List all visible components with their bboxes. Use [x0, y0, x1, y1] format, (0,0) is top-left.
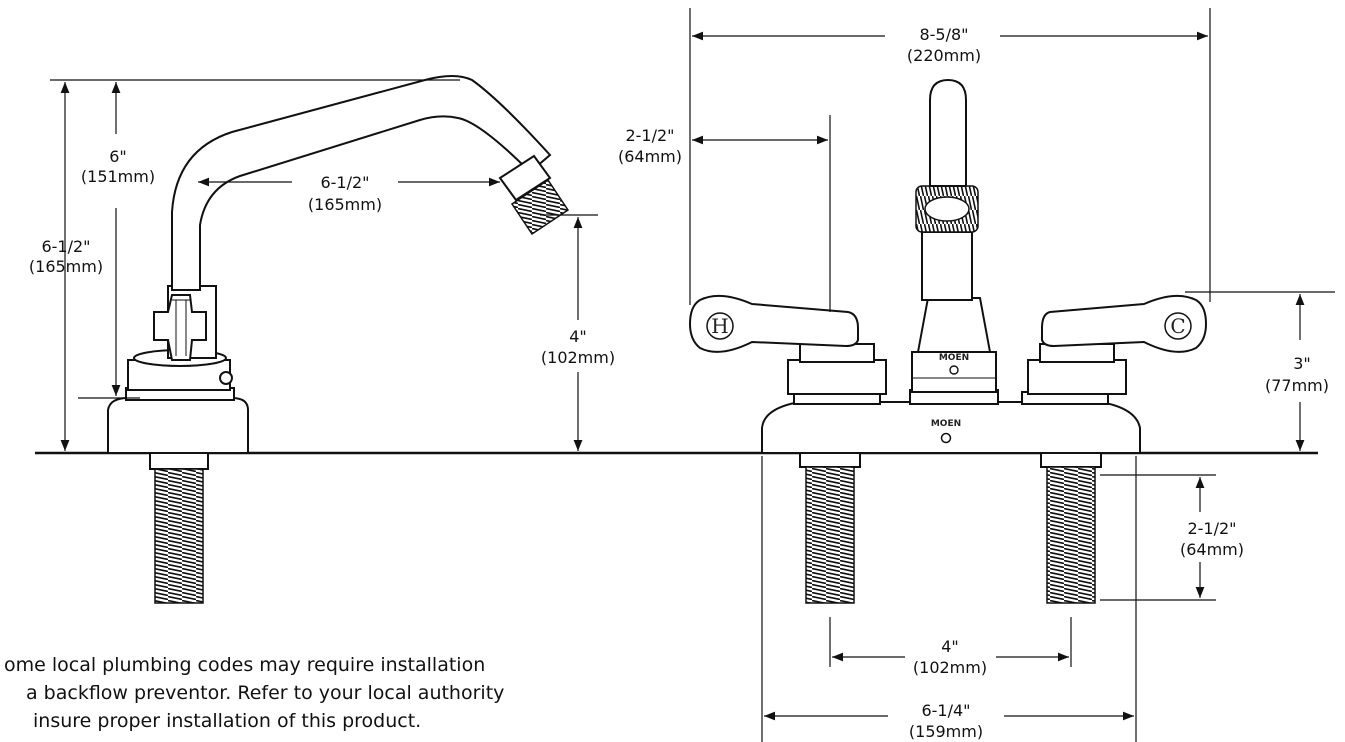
dim-side-outlet-height-metric: (102mm) [541, 348, 615, 367]
hot-indicator-icon [706, 312, 734, 340]
dim-front-handle-height-imperial: 3" [1293, 354, 1311, 373]
dim-side-total-height-metric: (165mm) [29, 257, 103, 276]
dim-front-overall-width-metric: (220mm) [907, 46, 981, 65]
note-line-3: insure proper installation of this produ… [33, 710, 422, 732]
dim-side-spout-reach-metric: (165mm) [308, 195, 382, 214]
dim-front-handle-width-metric: (64mm) [618, 147, 682, 166]
dim-front-base-width-imperial: 6-1/4" [921, 701, 970, 720]
front-shank-left [805, 466, 855, 604]
moen-logo-icon [940, 432, 952, 444]
side-aerator [498, 154, 552, 202]
note-line-1: ome local plumbing codes may require ins… [4, 654, 486, 676]
side-aerator-threads [510, 178, 570, 236]
side-dimension-labels: 6" (151mm) 6-1/2" (165mm) 6-1/2" (165mm)… [29, 147, 615, 367]
dim-side-total-height-imperial: 6-1/2" [41, 237, 90, 256]
cold-label: C [1170, 314, 1185, 338]
front-spout-tube [929, 78, 967, 187]
front-spout-neck [916, 297, 992, 353]
dim-front-shank-length-imperial: 2-1/2" [1187, 519, 1236, 538]
dim-front-centers-imperial: 4" [941, 637, 959, 656]
dim-front-overall-width-imperial: 8-5/8" [919, 25, 968, 44]
dim-side-outlet-height-imperial: 4" [569, 327, 587, 346]
hot-label: H [711, 314, 728, 338]
dim-front-handle-width-imperial: 2-1/2" [625, 126, 674, 145]
side-dimension-lines [50, 79, 598, 451]
side-spout-tube [171, 75, 552, 291]
dim-front-centers-metric: (102mm) [913, 658, 987, 677]
front-dimension-labels: 8-5/8" (220mm) 2-1/2" (64mm) 3" (77mm) 2… [618, 25, 1329, 741]
side-view-faucet [107, 75, 570, 604]
spout-brand-label: MOEN [939, 353, 969, 363]
dim-front-handle-height-metric: (77mm) [1265, 376, 1329, 395]
side-shank-nut [149, 452, 209, 470]
front-shank-right [1046, 466, 1096, 604]
dim-front-shank-length-metric: (64mm) [1180, 540, 1244, 559]
dim-side-spout-reach-imperial: 6-1/2" [320, 173, 369, 192]
front-dimension-lines [689, 8, 1335, 742]
side-handle [153, 294, 207, 361]
front-handle-hot [688, 294, 859, 353]
note-line-2: a backflow preventor. Refer to your loca… [26, 682, 505, 704]
side-shank-threads [154, 468, 204, 604]
cold-indicator-icon [1164, 312, 1192, 340]
front-handle-cold [1041, 294, 1208, 353]
dim-front-base-width-metric: (159mm) [909, 722, 983, 741]
installation-note: ome local plumbing codes may require ins… [4, 651, 644, 735]
front-view-faucet: MOEN H C MOEN [688, 78, 1208, 604]
dim-side-spout-height-metric: (151mm) [81, 167, 155, 186]
deck-brand-label: MOEN [931, 419, 961, 429]
dim-side-spout-height-imperial: 6" [109, 147, 127, 166]
side-base [107, 397, 249, 454]
